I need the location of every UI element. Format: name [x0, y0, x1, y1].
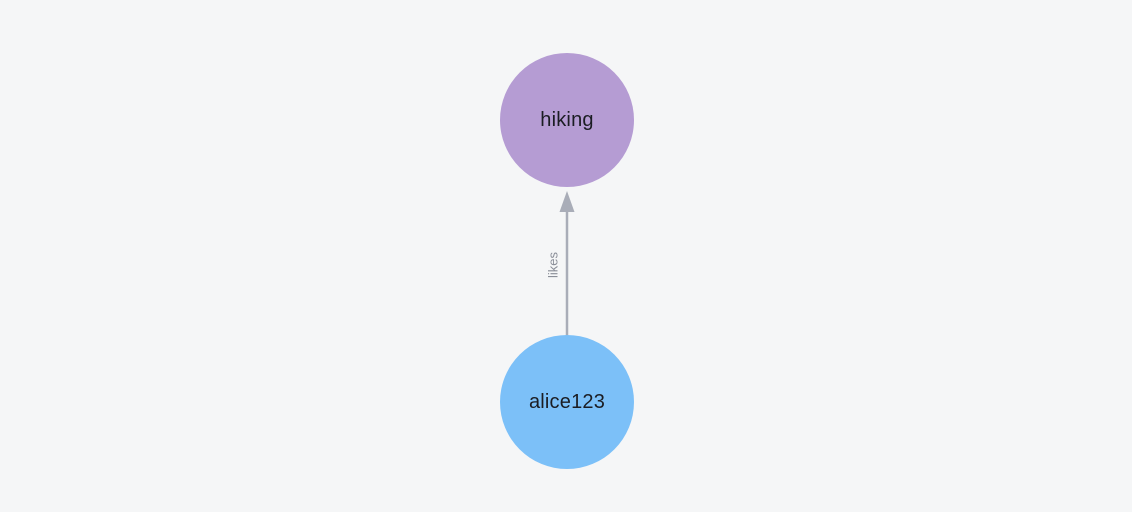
edge-likes-arrowhead-icon[interactable] [559, 191, 575, 212]
node-alice123[interactable]: alice123 [500, 335, 634, 469]
node-hiking-label: hiking [540, 108, 594, 131]
node-hiking[interactable]: hiking [500, 53, 634, 187]
edge-likes-label: likes [545, 251, 561, 279]
edge-likes[interactable] [559, 191, 575, 336]
node-alice123-label: alice123 [528, 390, 606, 413]
